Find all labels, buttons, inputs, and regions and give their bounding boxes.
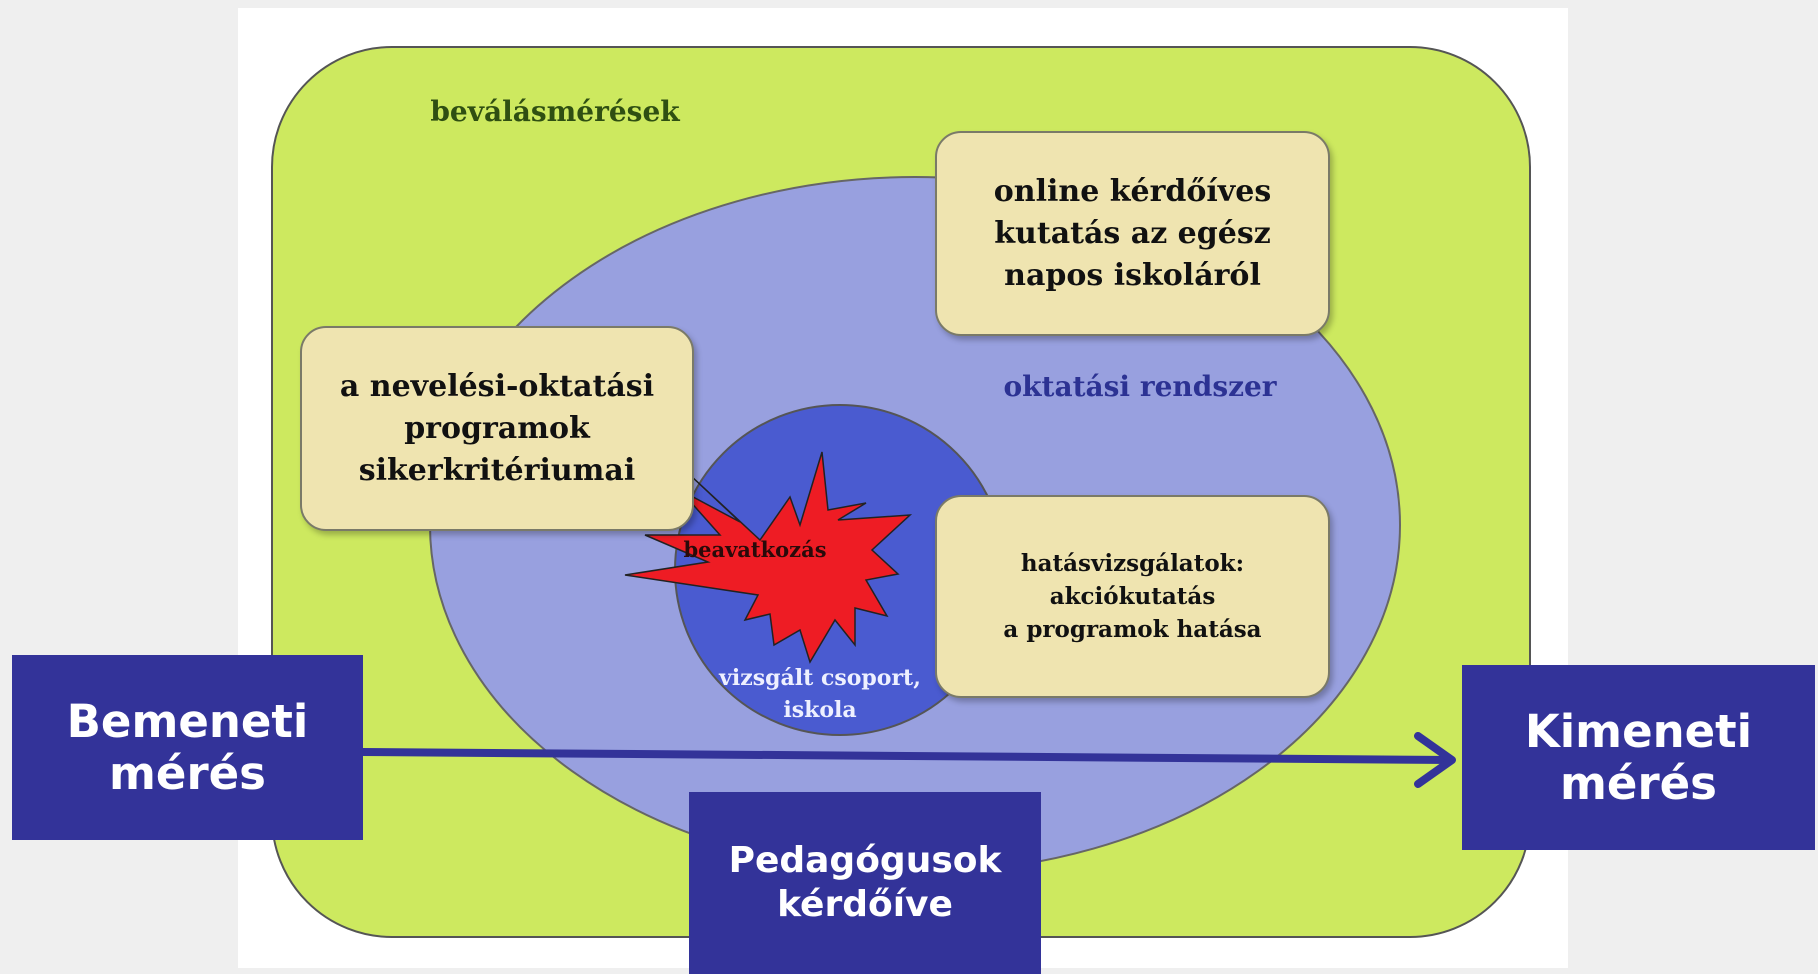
studied-group-label: vizsgált csoport, iskola: [719, 665, 921, 723]
card-online-survey: online kérdőíves kutatás az egész napos …: [935, 131, 1330, 336]
measurement-arrow-line: [361, 748, 1453, 764]
measurement-arrow-head: [1414, 732, 1456, 788]
card-impact-studies: hatásvizsgálatok: akciókutatás a program…: [935, 495, 1330, 698]
intervention-star: [624, 451, 913, 664]
card-success-criteria: a nevelési-oktatási programok sikerkrité…: [300, 326, 694, 531]
input-measurement-box: Bemeneti mérés: [12, 655, 363, 840]
outer-title: beválásmérések: [430, 95, 680, 128]
output-measurement-box: Kimeneti mérés: [1462, 665, 1815, 850]
system-title: oktatási rendszer: [1003, 370, 1277, 403]
intervention-label: beavatkozás: [683, 537, 827, 562]
teacher-questionnaire-box: Pedagógusok kérdőíve: [689, 792, 1041, 974]
